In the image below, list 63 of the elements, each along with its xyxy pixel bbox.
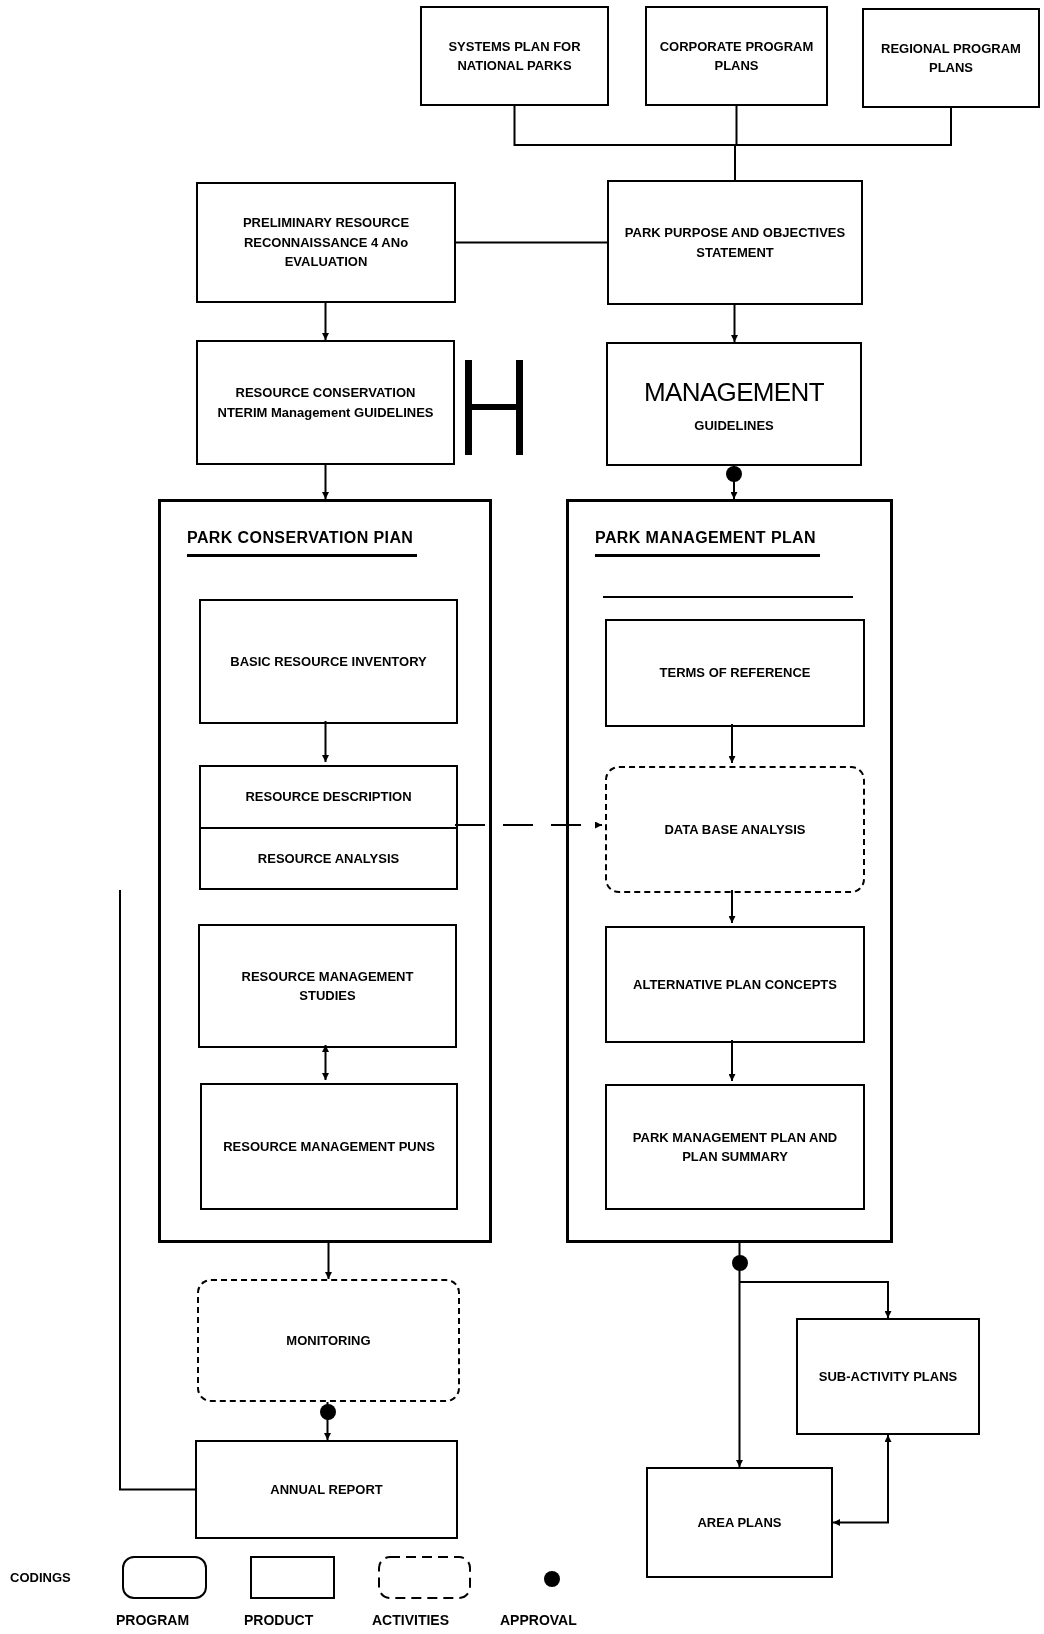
- activity-box: [197, 1279, 460, 1402]
- connector-arrow: [322, 720, 329, 763]
- box-label: PARK MANAGEMENT PLAN AND PLAN SUMMARY: [631, 1128, 839, 1166]
- box-label: RESOURCE ANALYSIS: [257, 849, 400, 868]
- product-box: [862, 8, 1040, 108]
- box-label: DATA BASE ANALYSIS: [664, 820, 806, 839]
- connector-arrow: [325, 1242, 332, 1280]
- box-label: REGIONAL PROGRAM PLANS: [880, 39, 1022, 77]
- box-label: BASIC RESOURCE INVENTORY: [230, 652, 427, 671]
- plan-panel: [158, 499, 492, 1243]
- connector-arrow: [738, 1281, 892, 1319]
- box-label: RESOURCE DESCRIPTION: [245, 788, 412, 806]
- box-label: SYSTEMS PLAN FOR NATIONAL PARKS: [447, 37, 582, 75]
- product-box: [196, 182, 456, 303]
- product-box: [605, 619, 865, 727]
- panel-title: PARK MANAGEMENT PLAN: [595, 526, 821, 557]
- connector-arrow: [728, 889, 736, 924]
- box-label: MONITORING: [286, 1331, 371, 1350]
- product-box: [605, 1084, 865, 1210]
- connector-arrow: [324, 1401, 331, 1441]
- box-label: PARK PURPOSE AND OBJECTIVES STATEMENT: [623, 224, 847, 262]
- box-label: ALTERNATIVE PLAN CONCEPTS: [633, 975, 837, 994]
- product-box: [195, 1440, 458, 1539]
- box-label: TERMS OF REFERENCE: [659, 664, 811, 683]
- panel-title: PARK CONSERVATION PIAN: [187, 526, 418, 557]
- product-box: [200, 1083, 458, 1210]
- connector-arrow: [728, 723, 736, 764]
- connector-arrow: [322, 1044, 329, 1081]
- connector-arrow: [728, 1039, 736, 1082]
- box-label: RESOURCE CONSERVATION NTERIM Management GUIDELINES: [216, 384, 435, 422]
- box-label: PRELIMINARY RESOURCE RECONNAISSANCE 4 ANo EVALUATION: [241, 214, 411, 272]
- legend-label: ACTIVITIES: [372, 1611, 449, 1630]
- box-label: SUB-ACTIVITY PLANS: [818, 1367, 958, 1386]
- legend-label: PROGRAM: [116, 1611, 190, 1630]
- box-label: AREA PLANS: [697, 1513, 782, 1532]
- box-label: GUIDELINES: [694, 416, 774, 435]
- product-box: [198, 924, 457, 1048]
- product-box: [606, 342, 862, 466]
- product-box: [199, 765, 458, 890]
- product-box: [605, 926, 865, 1043]
- box-label: RESOURCE MANAGEMENT STUDIES: [240, 967, 415, 1005]
- connector-arrow: [322, 302, 329, 341]
- product-box: [420, 6, 609, 106]
- connector-arrow: [731, 304, 738, 343]
- product-box: [645, 6, 828, 106]
- legend-label: APPROVAL: [500, 1611, 577, 1630]
- product-box: [796, 1318, 980, 1435]
- plan-panel: [566, 499, 893, 1243]
- product-box: [199, 599, 458, 724]
- connector-arrow: [832, 1434, 892, 1526]
- box-label: RESOURCE MANAGEMENT PUNS: [223, 1137, 435, 1156]
- product-box: [646, 1467, 833, 1578]
- legend-label: PRODUCT: [244, 1611, 314, 1630]
- connector-arrow: [322, 464, 329, 500]
- box-label: ANNUAL REPORT: [270, 1480, 383, 1499]
- product-box: [196, 340, 455, 465]
- activity-box: [605, 766, 865, 893]
- product-box: [607, 180, 863, 305]
- box-label: CORPORATE PROGRAM PLANS: [659, 37, 814, 75]
- box-label: MANAGEMENT: [644, 375, 824, 409]
- legend-heading: CODINGS: [10, 1569, 71, 1587]
- connector-arrow: [736, 1242, 743, 1468]
- connector-arrow: [454, 821, 603, 829]
